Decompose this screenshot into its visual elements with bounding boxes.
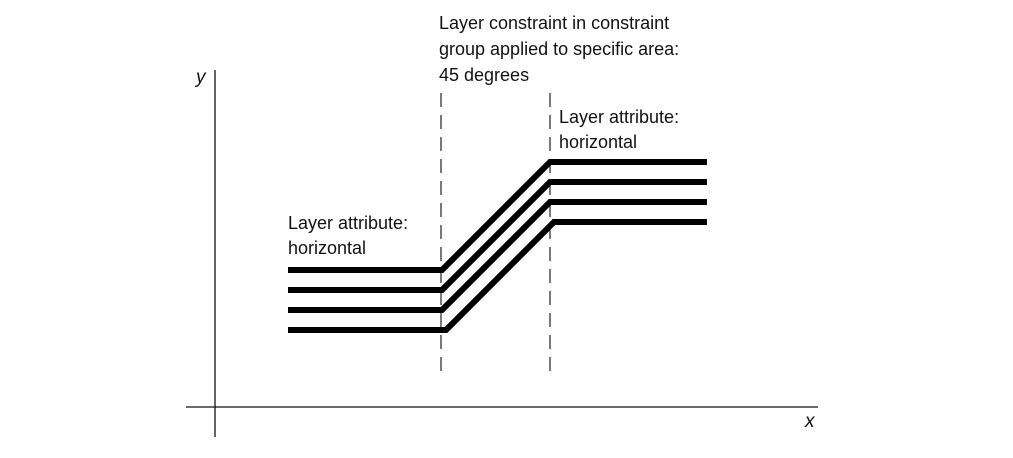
x-axis-label: x: [804, 411, 816, 432]
layer-trace-2: [288, 179, 707, 293]
layer-traces: [288, 159, 707, 333]
right-attribute-line-1: Layer attribute:: [559, 107, 679, 127]
left-attribute-line-2: horizontal: [288, 238, 366, 258]
constraint-annotation: Layer constraint in constraint group app…: [439, 13, 679, 85]
left-attribute-line-1: Layer attribute:: [288, 213, 408, 233]
left-attribute-annotation: Layer attribute: horizontal: [288, 213, 408, 258]
constraint-annotation-line-1: Layer constraint in constraint: [439, 13, 669, 33]
right-attribute-annotation: Layer attribute: horizontal: [559, 107, 679, 152]
layer-trace-3: [288, 199, 707, 313]
right-attribute-line-2: horizontal: [559, 132, 637, 152]
y-axis-label: y: [194, 67, 207, 88]
layer-trace-4: [288, 219, 707, 333]
constraint-annotation-line-3: 45 degrees: [439, 65, 529, 85]
constraint-annotation-line-2: group applied to specific area:: [439, 39, 679, 59]
layer-trace-1: [288, 159, 707, 273]
